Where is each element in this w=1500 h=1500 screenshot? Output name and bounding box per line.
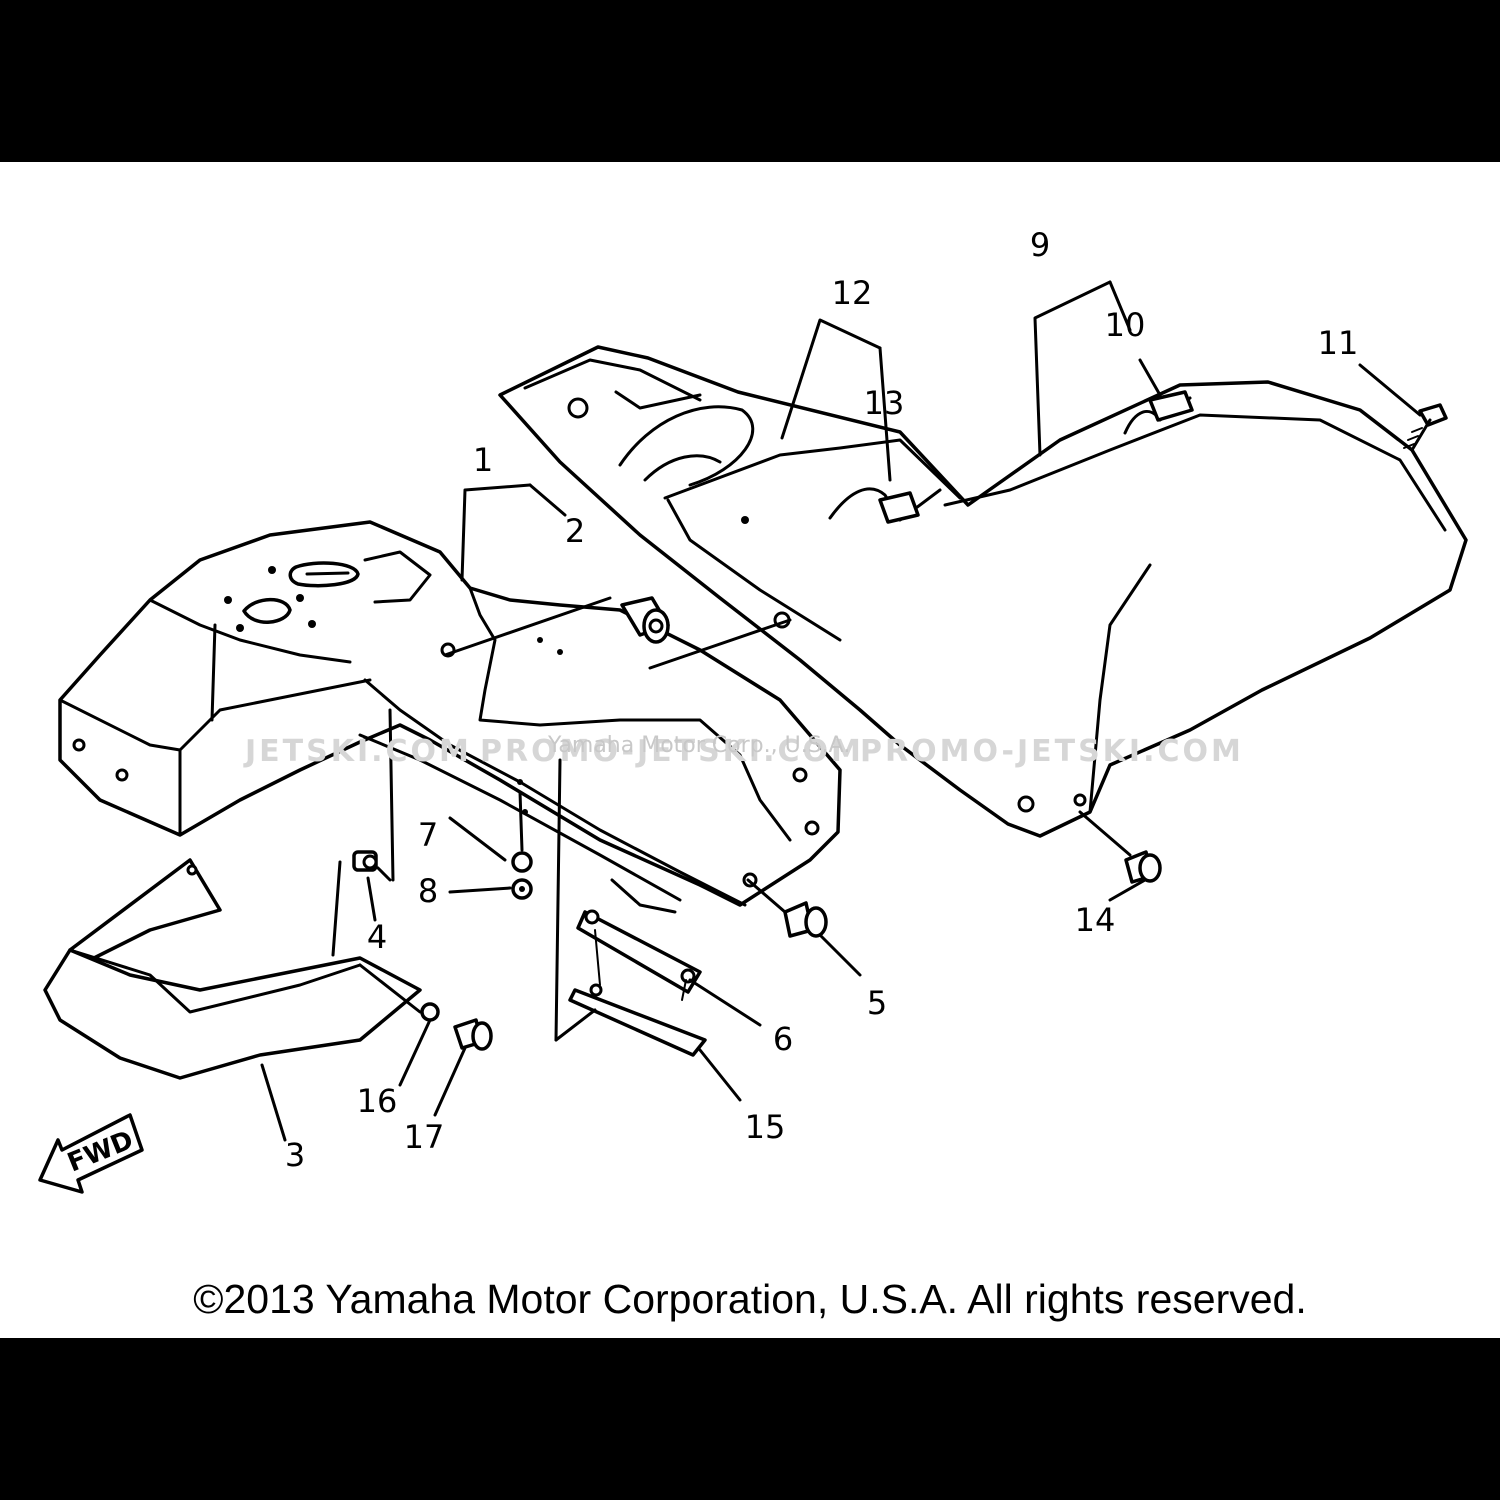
callout-14: 14 [1075,901,1116,939]
callout-17: 17 [404,1118,445,1156]
callout-16: 16 [357,1082,398,1120]
callout-3: 3 [285,1136,305,1174]
callout-10: 10 [1105,306,1146,344]
callout-11: 11 [1318,324,1359,362]
forward-direction-arrow: FWD [38,1113,144,1194]
hardware-part-11 [1403,403,1448,452]
rear-seat-part [498,345,1468,838]
callout-4: 4 [367,918,387,956]
bottom-black-band [0,1338,1500,1500]
callout-6: 6 [773,1020,793,1058]
copyright-text: ©2013 Yamaha Motor Corporation, U.S.A. A… [193,1276,1307,1322]
watermark: JETSKI.COM PROMO-JETSKI.COM Yamaha Motor… [243,733,1244,769]
hardware-part-7 [511,851,533,873]
hardware-part-4 [352,850,378,872]
callout-12: 12 [832,274,873,312]
watermark-left: JETSKI.COM [243,734,472,769]
hardware-part-6 [576,909,702,1001]
callout-2: 2 [565,512,585,550]
hardware-part-16 [420,1002,440,1022]
callout-5: 5 [867,984,887,1022]
watermark-middle: PROMO-JETSKI.COM [480,734,864,769]
watermark-right: PROMO-JETSKI.COM [860,734,1244,769]
hardware-part-17 [453,1018,493,1051]
callout-9: 9 [1030,226,1050,264]
callout-1: 1 [473,441,493,479]
callout-7: 7 [418,816,438,854]
callout-8: 8 [418,872,438,910]
hardware-part-8 [511,878,533,900]
callout-numbers: 1 2 3 4 5 6 7 8 9 10 11 12 13 14 15 16 1… [285,226,1359,1174]
hardware-part-15 [568,983,707,1057]
watermark-overlay: Yamaha Motor Corp., U.S.A. [547,733,850,758]
hardware-part-5 [783,901,828,938]
callout-15: 15 [745,1108,786,1146]
front-deck-part [58,520,842,914]
front-lower-cover-part [43,858,422,1080]
top-black-band [0,0,1500,162]
leader-lines [260,280,1422,1142]
callout-13: 13 [864,384,905,422]
hardware-part-14 [1124,850,1162,884]
hardware-part-2 [620,596,670,644]
